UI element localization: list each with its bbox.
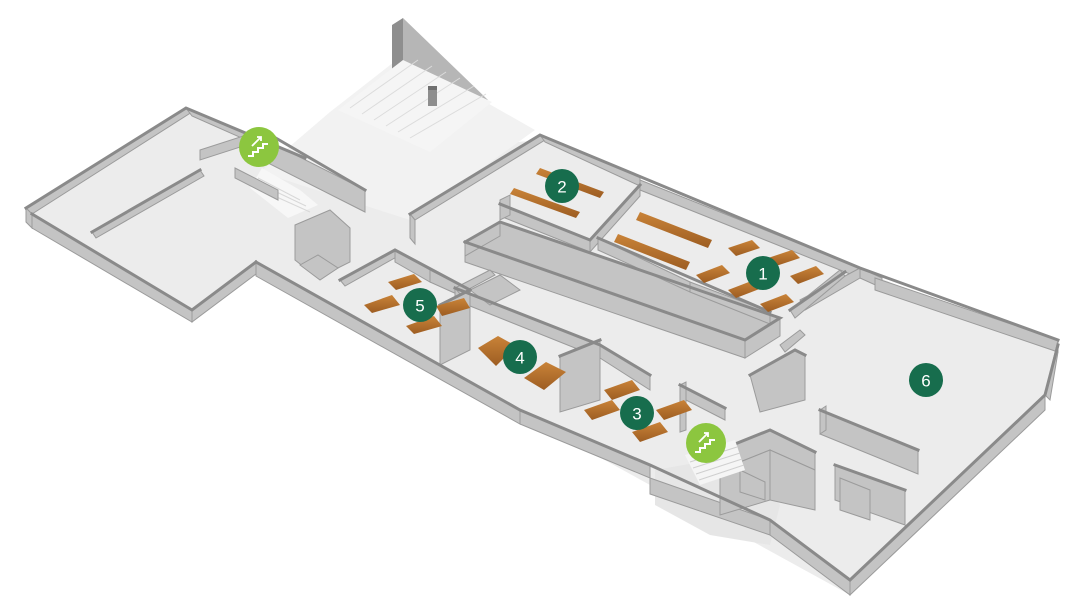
room-marker-circle (746, 256, 780, 290)
room-marker-2[interactable]: 2 (545, 169, 579, 203)
room-marker-4[interactable]: 4 (503, 340, 537, 374)
room-marker-6[interactable]: 6 (909, 363, 943, 397)
room-marker-circle (403, 288, 437, 322)
room-marker-circle (620, 396, 654, 430)
stairs-upper-marker[interactable] (239, 127, 279, 167)
bench (760, 294, 794, 312)
room-markers: 1 2 3 4 5 6 (403, 169, 943, 430)
bench (790, 266, 824, 284)
stairs-up-icon (695, 432, 715, 453)
bench (364, 295, 400, 313)
room-marker-label: 5 (415, 297, 424, 316)
bench (524, 362, 566, 390)
bench (436, 298, 470, 316)
bench (768, 250, 800, 266)
room-marker-label: 6 (921, 372, 930, 391)
room-marker-circle (545, 169, 579, 203)
bench (696, 265, 730, 283)
benches (364, 168, 824, 442)
bench (478, 336, 516, 366)
bench (604, 380, 640, 400)
room-marker-label: 2 (557, 178, 566, 197)
bench (584, 400, 620, 420)
room-marker-1[interactable]: 1 (746, 256, 780, 290)
room-marker-label: 3 (632, 405, 641, 424)
room-marker-circle (503, 340, 537, 374)
room-marker-5[interactable]: 5 (403, 288, 437, 322)
bench (632, 422, 668, 442)
bench (406, 316, 442, 334)
room-marker-circle (909, 363, 943, 397)
bench (614, 234, 690, 270)
stairs-up-icon (248, 136, 268, 157)
bench (656, 400, 692, 420)
room-marker-label: 1 (758, 265, 767, 284)
entrance-stairs (250, 18, 492, 218)
bench (510, 188, 580, 218)
bench (388, 274, 422, 290)
walls (25, 106, 1059, 597)
bench (728, 240, 760, 256)
room-marker-label: 4 (515, 349, 524, 368)
bench (636, 212, 712, 248)
wall-tops (23, 106, 1060, 582)
stairs-lower-marker[interactable] (686, 423, 726, 463)
stairs-markers (239, 127, 726, 463)
room-marker-3[interactable]: 3 (620, 396, 654, 430)
